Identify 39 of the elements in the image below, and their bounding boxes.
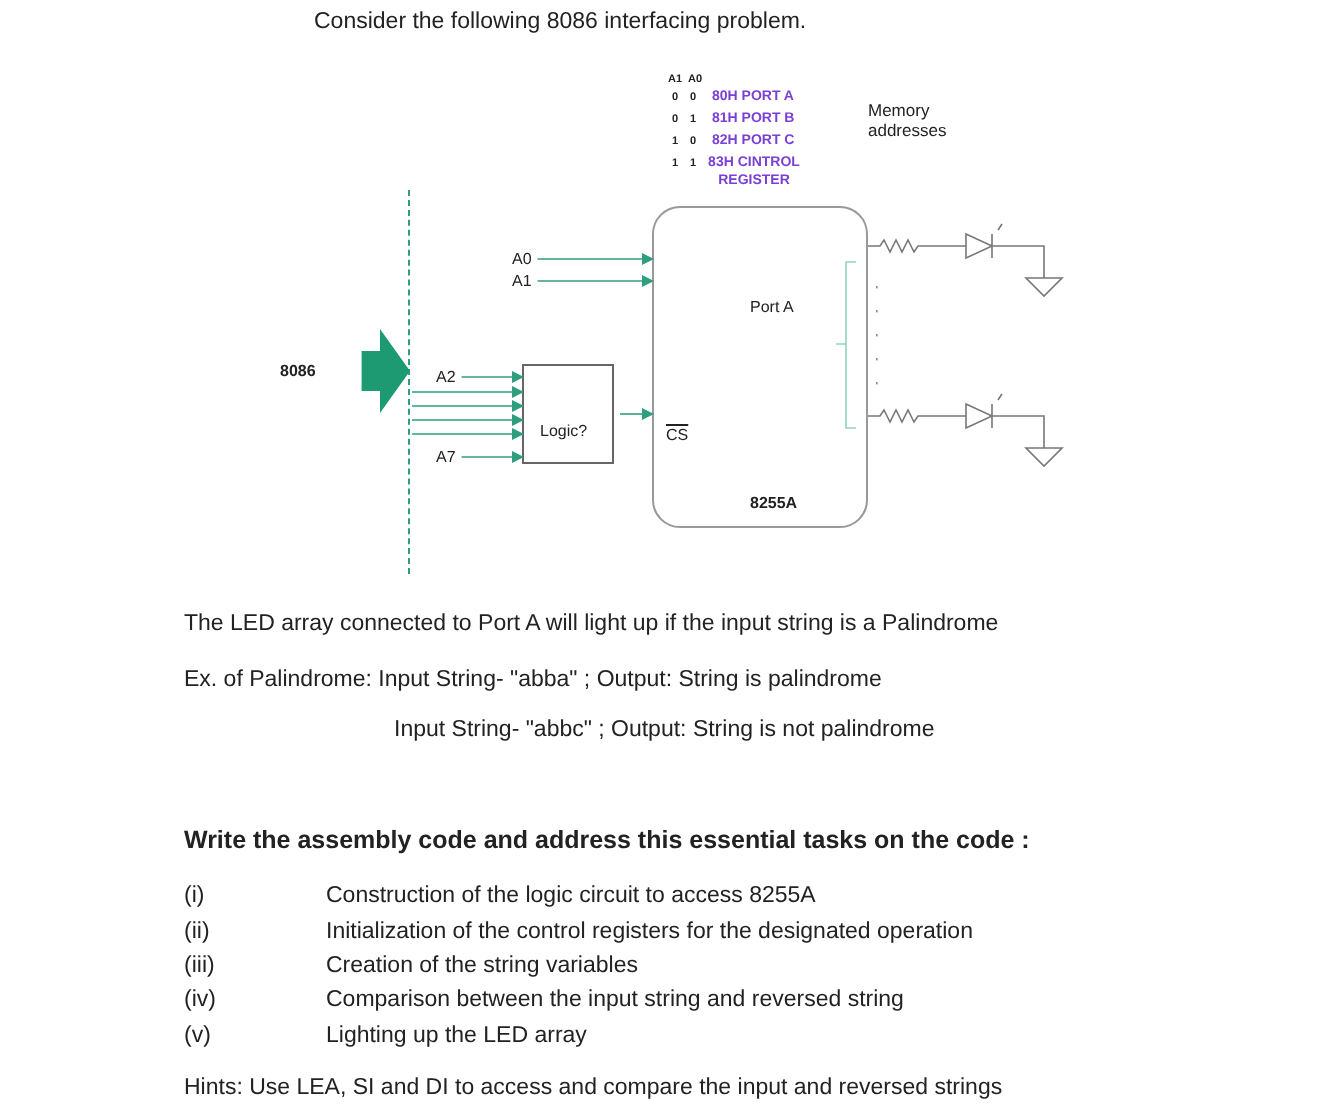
- example-text: Input String- "abbc" ; Output: String is not palindrome: [394, 718, 935, 742]
- signal-label: A1: [512, 272, 532, 290]
- list-number: (ii): [184, 920, 210, 944]
- logic-box: [522, 364, 614, 464]
- note-text: Memory addresses: [868, 100, 949, 140]
- signal-label: A2: [436, 368, 456, 386]
- list-item: Initialization of the control registers for the designated operation: [326, 920, 973, 944]
- list-number: (iv): [184, 988, 216, 1012]
- chip-label: 8255A: [750, 494, 798, 512]
- example-text: Ex. of Palindrome: Input String- "abba" ; Output: String is palindrome: [184, 668, 882, 692]
- paragraph-text: The LED array connected to Port A will light up if the input string is a Palindrome: [184, 612, 999, 636]
- list-item: Comparison between the input string and reversed string: [326, 988, 904, 1012]
- arrow: [411, 386, 524, 398]
- signal-label: A7: [436, 448, 456, 466]
- list-item: Creation of the string variables: [326, 954, 638, 978]
- task-heading: Write the assembly code and address this essential tasks on the code :: [184, 826, 1030, 854]
- processor-label: 8086: [280, 362, 316, 380]
- arrow: [619, 408, 654, 420]
- title: Consider the following 8086 interfacing problem.: [314, 10, 807, 34]
- arrow: [460, 451, 524, 463]
- chip-select-label: CS: [666, 426, 689, 444]
- arrow: [411, 428, 524, 440]
- list-item: Construction of the logic circuit to access 8255A: [326, 884, 816, 908]
- port-label: Port A: [750, 298, 794, 316]
- list-item: Lighting up the LED array: [326, 1024, 587, 1048]
- logic-label: Logic?: [540, 422, 588, 440]
- signal-label: A0: [512, 250, 532, 268]
- block-arrow: [361, 329, 410, 413]
- chip-box: [652, 206, 868, 528]
- arrow: [411, 414, 524, 426]
- arrow: [536, 275, 654, 287]
- list-number: (i): [184, 884, 205, 908]
- hint-text: Hints: Use LEA, SI and DI to access and compare the input and reversed strings: [184, 1076, 1003, 1100]
- list-number: (v): [184, 1024, 211, 1048]
- arrow: [411, 400, 524, 412]
- arrow: [460, 371, 524, 383]
- bus-line: [408, 190, 412, 574]
- arrow: [536, 253, 654, 265]
- list-number: (iii): [184, 954, 215, 978]
